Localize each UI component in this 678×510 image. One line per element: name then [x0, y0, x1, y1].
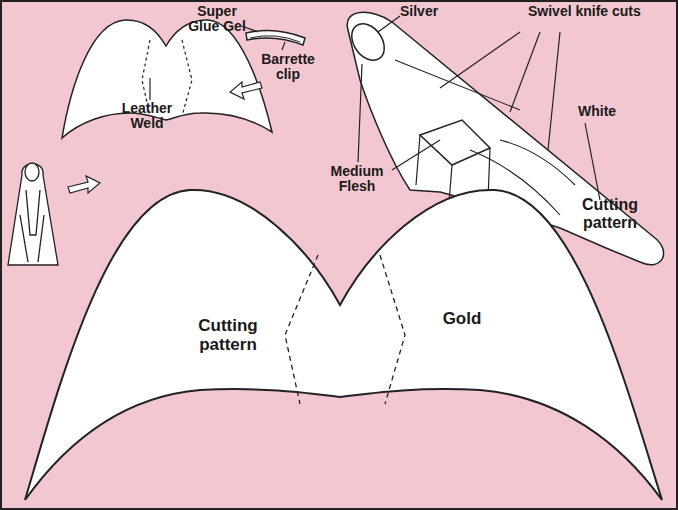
assembly-arrow	[230, 82, 262, 99]
wing-pattern: Cutting patternGold	[20, 182, 670, 508]
callout-label: White	[578, 104, 638, 119]
callout-label: Super Glue Gel	[186, 4, 248, 34]
assembly-arrow	[68, 176, 100, 193]
wing-shape	[25, 190, 662, 500]
angel-figure	[8, 163, 58, 265]
small-wing	[62, 20, 272, 138]
callout-label: Silver	[400, 4, 460, 19]
fold-line	[285, 255, 405, 404]
callout-label: Medium Flesh	[322, 164, 392, 194]
pattern-label: Cutting pattern	[173, 316, 283, 354]
callout-label: Leather Weld	[116, 101, 178, 131]
wing-outline	[20, 182, 670, 508]
callout-label: Barrette clip	[258, 52, 318, 82]
callout-label: Swivel knife cuts	[528, 4, 678, 19]
leader-lines	[150, 16, 600, 200]
pattern-label: Cutting pattern	[570, 196, 650, 232]
barrette-clip	[246, 30, 305, 45]
pattern-label: Gold	[422, 309, 502, 328]
